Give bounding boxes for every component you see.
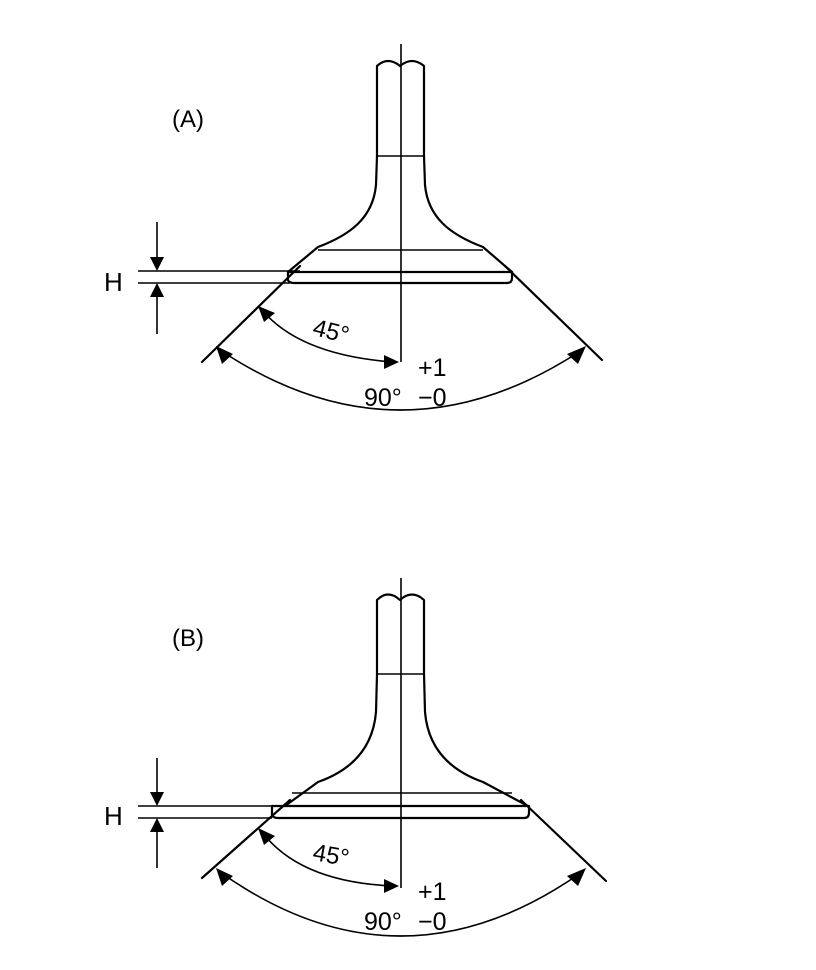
tolerance-minus-label: −0	[418, 384, 447, 412]
seat-line-right	[503, 264, 604, 362]
seat-angle-label: 45°	[310, 314, 352, 349]
angle-90-arc	[216, 868, 586, 937]
tolerance-plus-label: +1	[418, 878, 447, 906]
tolerance-minus-label: −0	[418, 908, 447, 936]
seat-line-left	[200, 798, 292, 880]
angle-45-arc	[258, 306, 399, 369]
face-angle-label: 90°	[364, 908, 402, 936]
figure-b	[138, 578, 608, 937]
angle-45-arc	[258, 828, 399, 893]
face-angle-label: 90°	[364, 384, 402, 412]
h-label: H	[104, 801, 123, 831]
tolerance-plus-label: +1	[418, 354, 447, 382]
angle-90-arc	[216, 346, 586, 411]
figure-a	[138, 44, 604, 411]
seat-line-left	[200, 264, 302, 364]
h-dimension	[138, 222, 300, 334]
h-label: H	[104, 267, 123, 297]
h-dimension	[138, 758, 286, 868]
valve-head	[286, 154, 514, 285]
seat-line-right	[519, 798, 608, 883]
figure-label: (A)	[172, 106, 204, 133]
seat-angle-label: 45°	[311, 839, 351, 872]
figure-label: (B)	[172, 625, 204, 652]
